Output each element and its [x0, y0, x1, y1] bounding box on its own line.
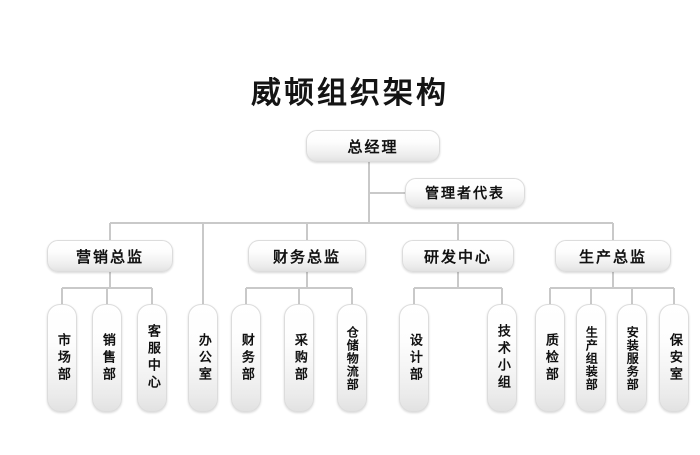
node-technical-team[interactable]: 技术小组 — [487, 304, 517, 412]
page-title: 威顿组织架构 — [251, 76, 449, 111]
node-design-department[interactable]: 设计部 — [399, 304, 429, 412]
node-production-assembly-department[interactable]: 生产组装部 — [576, 304, 606, 412]
node-label: 管理者代表 — [425, 186, 505, 202]
node-label: 质检部 — [542, 332, 558, 384]
node-finance-department[interactable]: 财务部 — [231, 304, 261, 412]
node-label: 财务部 — [238, 332, 254, 384]
node-label: 生产总监 — [578, 247, 647, 266]
node-label: 市场部 — [54, 332, 70, 384]
node-finance-director[interactable]: 财务总监 — [248, 240, 366, 272]
node-security-office[interactable]: 保安室 — [659, 304, 689, 412]
node-label: 安装服务部 — [625, 325, 640, 391]
node-management-representative[interactable]: 管理者代表 — [405, 178, 525, 208]
node-warehouse-logistics-department[interactable]: 仓储物流部 — [337, 304, 367, 412]
node-label: 保安室 — [666, 332, 682, 384]
node-label: 生产组装部 — [584, 325, 599, 391]
node-label: 技术小组 — [494, 324, 510, 392]
node-label: 研发中心 — [423, 247, 492, 266]
node-market-department[interactable]: 市场部 — [47, 304, 77, 412]
node-office[interactable]: 办公室 — [188, 304, 218, 412]
node-production-director[interactable]: 生产总监 — [555, 240, 671, 272]
node-label: 仓储物流部 — [345, 325, 360, 391]
node-marketing-director[interactable]: 营销总监 — [47, 240, 173, 272]
node-label: 设计部 — [406, 332, 422, 384]
node-rd-center[interactable]: 研发中心 — [402, 240, 514, 272]
node-general-manager[interactable]: 总经理 — [306, 130, 440, 162]
node-purchasing-department[interactable]: 采购部 — [284, 304, 314, 412]
node-label: 总经理 — [347, 137, 399, 156]
node-quality-control-department[interactable]: 质检部 — [535, 304, 565, 412]
node-sales-department[interactable]: 销售部 — [92, 304, 122, 412]
node-label: 营销总监 — [75, 247, 144, 266]
node-label: 采购部 — [291, 332, 307, 384]
node-label: 销售部 — [99, 332, 115, 384]
node-installation-service-department[interactable]: 安装服务部 — [617, 304, 647, 412]
node-label: 客服中心 — [144, 324, 160, 392]
node-label: 办公室 — [195, 332, 211, 384]
node-label: 财务总监 — [272, 247, 341, 266]
node-customer-service-center[interactable]: 客服中心 — [137, 304, 167, 412]
